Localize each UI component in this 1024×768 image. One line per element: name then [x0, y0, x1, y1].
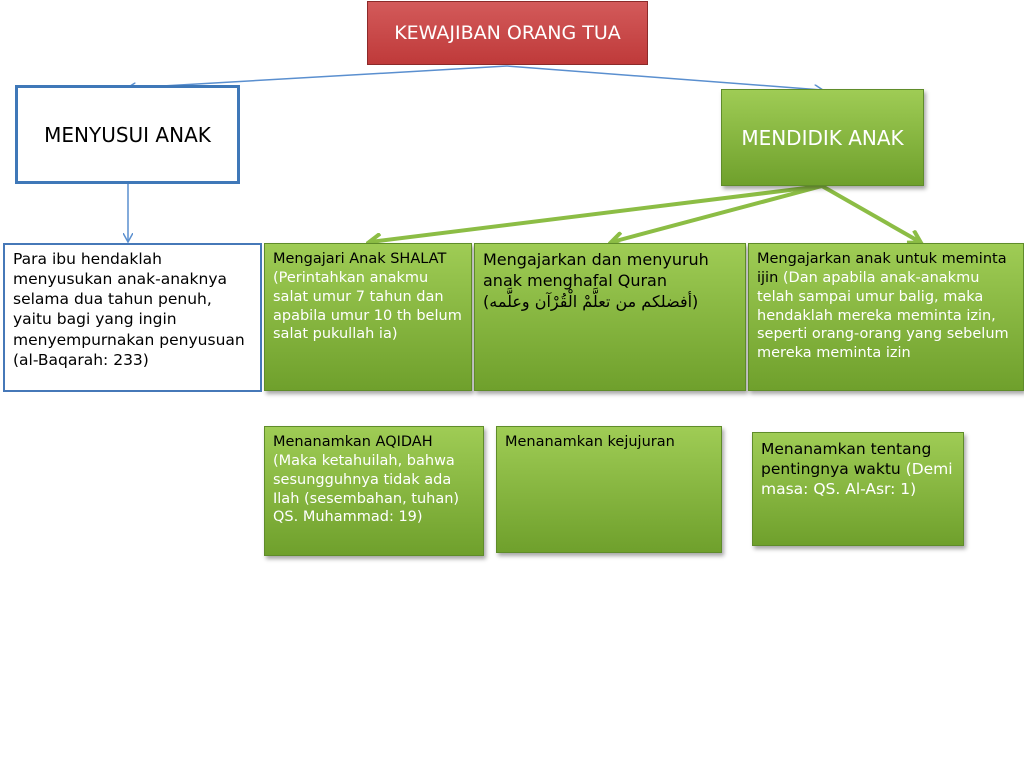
menyusui-anak-node: MENYUSUI ANAK	[15, 85, 240, 184]
shalat-head: Mengajari Anak SHALAT	[273, 251, 447, 267]
mendidik-anak-node: MENDIDIK ANAK	[721, 89, 924, 186]
quran-detail: (أفضلكم من تعلَّمْ الْقُرْآن وعلَّمه)	[483, 291, 699, 311]
quran-head: Mengajarkan dan menyuruh anak menghafal …	[483, 250, 709, 290]
waktu-node: Menanamkan tentang pentingnya waktu (Dem…	[752, 432, 964, 546]
ijin-detail: (Dan apabila anak-anakmu telah sampai um…	[757, 269, 1009, 362]
kejujuran-head: Menanamkan kejujuran	[505, 434, 675, 450]
root-title: KEWAJIBAN ORANG TUA	[394, 21, 621, 44]
arrow-right-to-ijin	[821, 184, 920, 242]
aqidah-node: Menanamkan AQIDAH (Maka ketahuilah, bahw…	[264, 426, 484, 556]
shalat-detail: (Perintahkan anakmu salat umur 7 tahun d…	[273, 269, 462, 343]
menyusui-anak-title: MENYUSUI ANAK	[44, 122, 211, 147]
aqidah-head: Menanamkan AQIDAH	[273, 434, 433, 450]
menyusui-note-text: Para ibu hendaklah menyusukan anak-anakn…	[13, 250, 245, 369]
waktu-detail: (Demi masa: QS. Al-Asr: 1)	[761, 460, 953, 499]
menyusui-note: Para ibu hendaklah menyusukan anak-anakn…	[3, 243, 262, 392]
root-node: KEWAJIBAN ORANG TUA	[367, 1, 648, 65]
arrow-root-to-left	[128, 65, 508, 88]
arrow-right-to-quran	[612, 184, 823, 242]
shalat-node: Mengajari Anak SHALAT (Perintahkan anakm…	[264, 243, 472, 391]
aqidah-detail: (Maka ketahuilah, bahwa sesungguhnya tid…	[273, 452, 460, 526]
mendidik-anak-title: MENDIDIK ANAK	[741, 125, 904, 150]
quran-node: Mengajarkan dan menyuruh anak menghafal …	[474, 243, 746, 391]
waktu-head: Menanamkan tentang pentingnya waktu	[761, 440, 932, 479]
ijin-node: Mengajarkan anak untuk meminta ijin (Dan…	[748, 243, 1024, 391]
arrow-root-to-right	[506, 65, 822, 90]
ijin-head: Mengajarkan anak untuk meminta ijin	[757, 251, 1007, 286]
arrow-right-to-shalat	[370, 184, 823, 242]
kejujuran-node: Menanamkan kejujuran	[496, 426, 722, 553]
